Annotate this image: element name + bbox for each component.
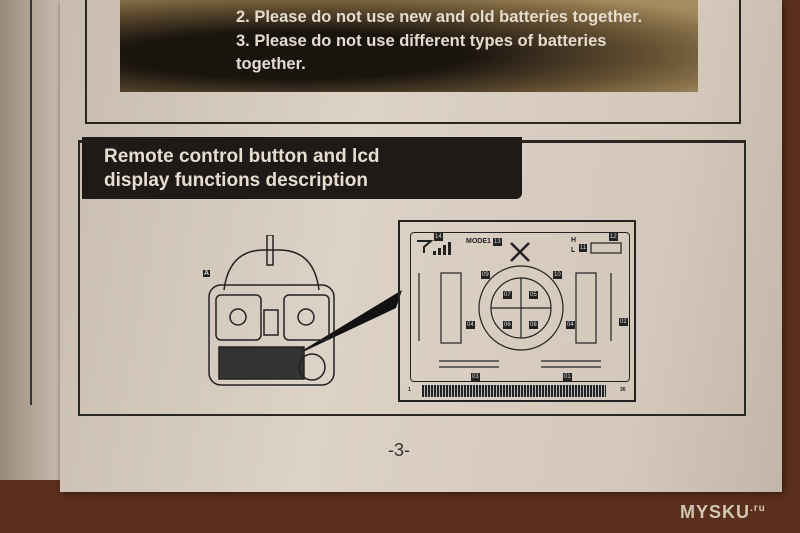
label-06: 06 <box>503 321 512 329</box>
low-label: L <box>571 247 576 254</box>
remote-control-drawing <box>208 235 335 386</box>
label-07: 07 <box>503 291 512 299</box>
label-01: 01 <box>563 373 572 381</box>
label-04-left: 04 <box>466 321 475 329</box>
lcd-segment-strip <box>422 385 606 397</box>
label-13: 13 <box>493 238 502 246</box>
left-page <box>0 0 62 480</box>
label-10: 10 <box>553 271 562 279</box>
label-05: 05 <box>529 291 538 299</box>
title-line-1: Remote control button and lcd <box>104 146 380 167</box>
lcd-graphics <box>417 240 622 368</box>
warning-item-2: 2. Please do not use new and old batteri… <box>236 8 643 26</box>
label-04-right: 04 <box>566 321 575 329</box>
label-11: 11 <box>579 244 588 252</box>
label-08: 08 <box>529 321 538 329</box>
warning-item-3: 3. Please do not use different types of … <box>236 32 607 50</box>
strip-start-label: 1 <box>408 387 411 393</box>
watermark-suffix: .ru <box>750 503 766 514</box>
section-title: Remote control button and lcd display fu… <box>82 137 522 199</box>
label-09: 09 <box>481 271 490 279</box>
warning-item-3-cont: together. <box>236 55 306 73</box>
label-12: 12 <box>609 233 618 241</box>
strip-end-label: 36 <box>620 387 626 393</box>
lcd-screen: 14 MODE1 13 H L 11 12 09 10 07 05 06 08 … <box>410 232 630 382</box>
watermark: MYSKU.ru <box>680 502 766 523</box>
page-number: -3- <box>388 440 410 460</box>
callout-pointer <box>290 290 402 358</box>
divider <box>30 0 32 405</box>
title-line-2: display functions description <box>104 170 368 191</box>
warning-box <box>85 0 741 124</box>
warning-banner: 2. Please do not use new and old batteri… <box>120 0 698 92</box>
label-02: 02 <box>619 318 628 326</box>
remote-label-a: A <box>203 270 211 277</box>
label-03: 03 <box>471 373 480 381</box>
label-14: 14 <box>434 233 443 241</box>
high-label: H <box>571 237 577 244</box>
lcd-display-diagram: 14 MODE1 13 H L 11 12 09 10 07 05 06 08 … <box>398 220 636 402</box>
watermark-text: MYSKU <box>680 502 751 522</box>
mode-label: MODE1 <box>466 238 491 245</box>
